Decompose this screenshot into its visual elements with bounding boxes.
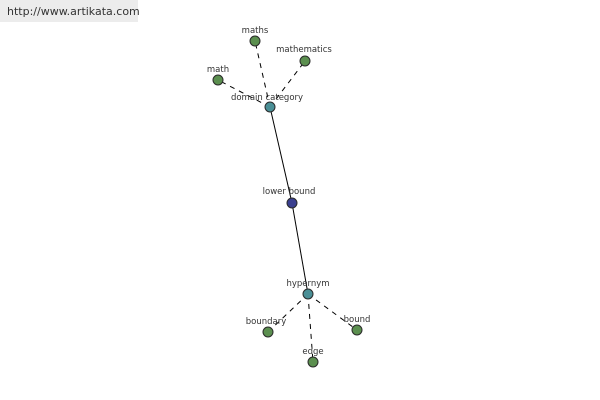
node-label-maths: maths — [242, 26, 269, 36]
node-math[interactable] — [212, 74, 224, 86]
node-label-domain-category: domain category — [231, 93, 303, 103]
node-domain-category[interactable] — [264, 101, 276, 113]
node-label-math: math — [207, 65, 229, 75]
edge-hypernym-to-edge — [307, 293, 314, 363]
node-label-boundary: boundary — [246, 317, 287, 327]
node-edge[interactable] — [307, 356, 319, 368]
url-watermark-banner: http://www.artikata.com — [0, 0, 140, 22]
edge-lower-bound-to-domain-category — [269, 106, 293, 204]
node-label-lower-bound: lower bound — [263, 187, 316, 197]
edges-layer — [217, 40, 358, 363]
node-label-mathematics: mathematics — [276, 45, 332, 55]
url-watermark-text: http://www.artikata.com — [7, 5, 140, 18]
node-mathematics[interactable] — [299, 55, 311, 67]
node-bound[interactable] — [351, 324, 363, 336]
node-lower-bound[interactable] — [286, 197, 298, 209]
edge-hypernym-to-bound — [307, 293, 358, 331]
edge-lower-bound-to-hypernym — [291, 202, 309, 295]
node-hypernym[interactable] — [302, 288, 314, 300]
node-label-bound: bound — [344, 315, 371, 325]
edge-domain-category-to-maths — [254, 40, 271, 108]
node-maths[interactable] — [249, 35, 261, 47]
node-boundary[interactable] — [262, 326, 274, 338]
node-label-edge: edge — [302, 347, 323, 357]
nodes-layer — [212, 35, 363, 368]
node-label-hypernym: hypernym — [286, 279, 329, 289]
